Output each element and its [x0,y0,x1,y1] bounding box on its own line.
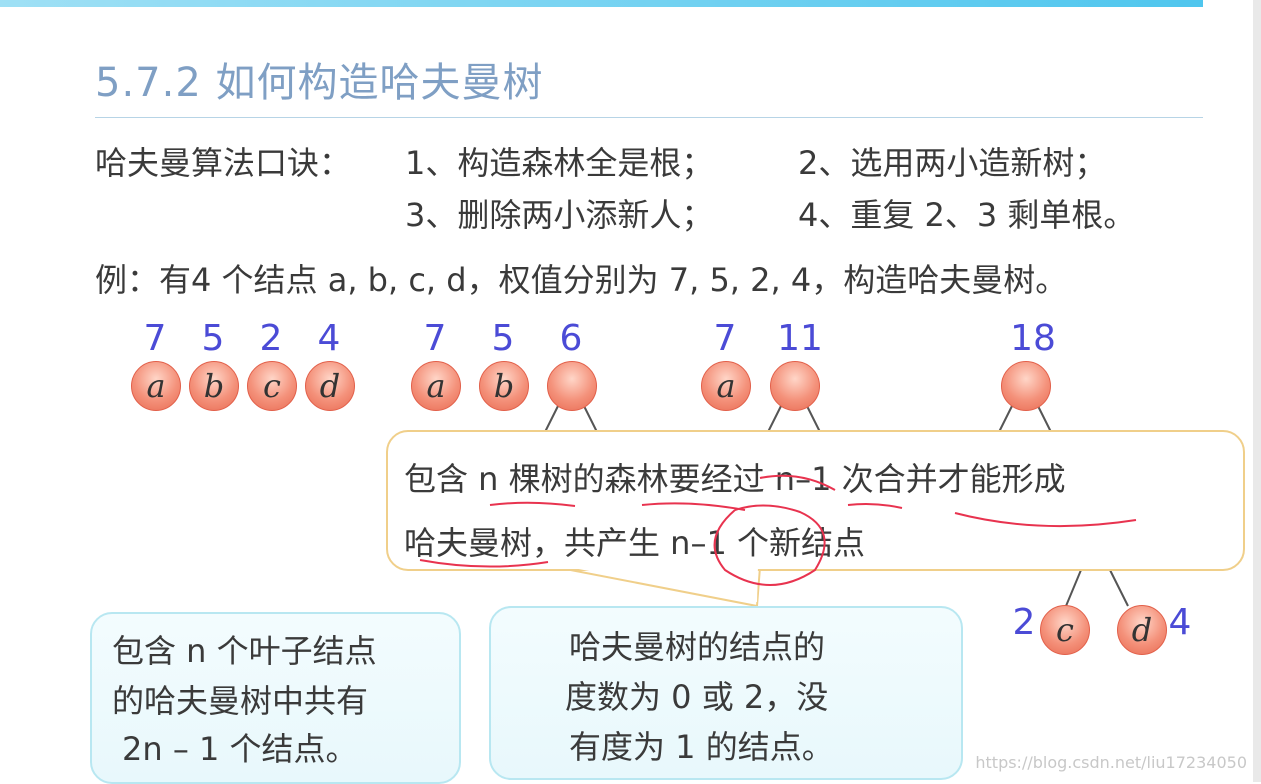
internal-node [547,361,597,411]
node-degree-line-1: 哈夫曼树的结点的 [569,628,826,666]
node-a: a [131,361,181,411]
node-degree-line-2: 度数为 0 或 2，没 [565,678,829,716]
weight-a: 7 [423,318,447,359]
weight-d: 4 [317,318,341,359]
node-degree-box: 哈夫曼树的结点的 度数为 0 或 2，没 有度为 1 的结点。 [489,606,963,780]
callout-bubble: 包含 n 棵树的森林要经过 n–1 次合并才能形成 哈夫曼树，共产生 n–1 个… [386,430,1245,571]
root-node [1001,361,1051,411]
callout-line-2: 哈夫曼树，共产生 n–1 个新结点 [404,524,865,562]
mnemonic-item-1: 1、构造森林全是根； [405,144,714,182]
example-text: 例：有4 个结点 a, b, c, d，权值分别为 7, 5, 2, 4，构造哈… [95,261,1068,299]
node-b: b [479,361,529,411]
leaf-count-line-1: 包含 n 个叶子结点 [112,632,377,670]
leaf-count-line-3: 2n – 1 个结点。 [122,730,358,768]
scroll-strip [1253,0,1261,782]
top-accent-bar [0,0,1203,7]
node-degree-line-3: 有度为 1 的结点。 [569,728,834,766]
node-a: a [701,361,751,411]
node-c: c [1040,605,1090,655]
node-c: c [247,361,297,411]
weight-b: 5 [491,318,515,359]
node-d: d [1117,605,1167,655]
weight-a: 7 [713,318,737,359]
weight-root: 18 [1010,318,1056,359]
internal-node [770,361,820,411]
node-a: a [411,361,461,411]
mnemonic-item-3: 3、删除两小添新人； [405,196,714,234]
title-divider [95,117,1203,118]
weight-b: 5 [201,318,225,359]
weight-new-node: 11 [777,318,823,359]
weight-c: 2 [1012,602,1036,643]
weight-c: 2 [259,318,283,359]
mnemonic-item-2: 2、选用两小造新树； [798,144,1107,182]
node-b: b [189,361,239,411]
mnemonic-item-4: 4、重复 2、3 剩单根。 [798,196,1136,234]
mnemonic-label: 哈夫曼算法口诀： [95,144,352,182]
leaf-count-line-2: 的哈夫曼树中共有 [112,682,369,720]
leaf-count-box: 包含 n 个叶子结点 的哈夫曼树中共有 2n – 1 个结点。 [90,612,461,784]
slide-title: 5.7.2 如何构造哈夫曼树 [95,60,544,106]
node-d: d [305,361,355,411]
weight-new-node: 6 [559,318,583,359]
watermark: https://blog.csdn.net/liu17234050 [975,753,1247,772]
weight-d: 4 [1168,602,1192,643]
callout-line-1: 包含 n 棵树的森林要经过 n–1 次合并才能形成 [404,460,1066,498]
weight-a: 7 [143,318,167,359]
